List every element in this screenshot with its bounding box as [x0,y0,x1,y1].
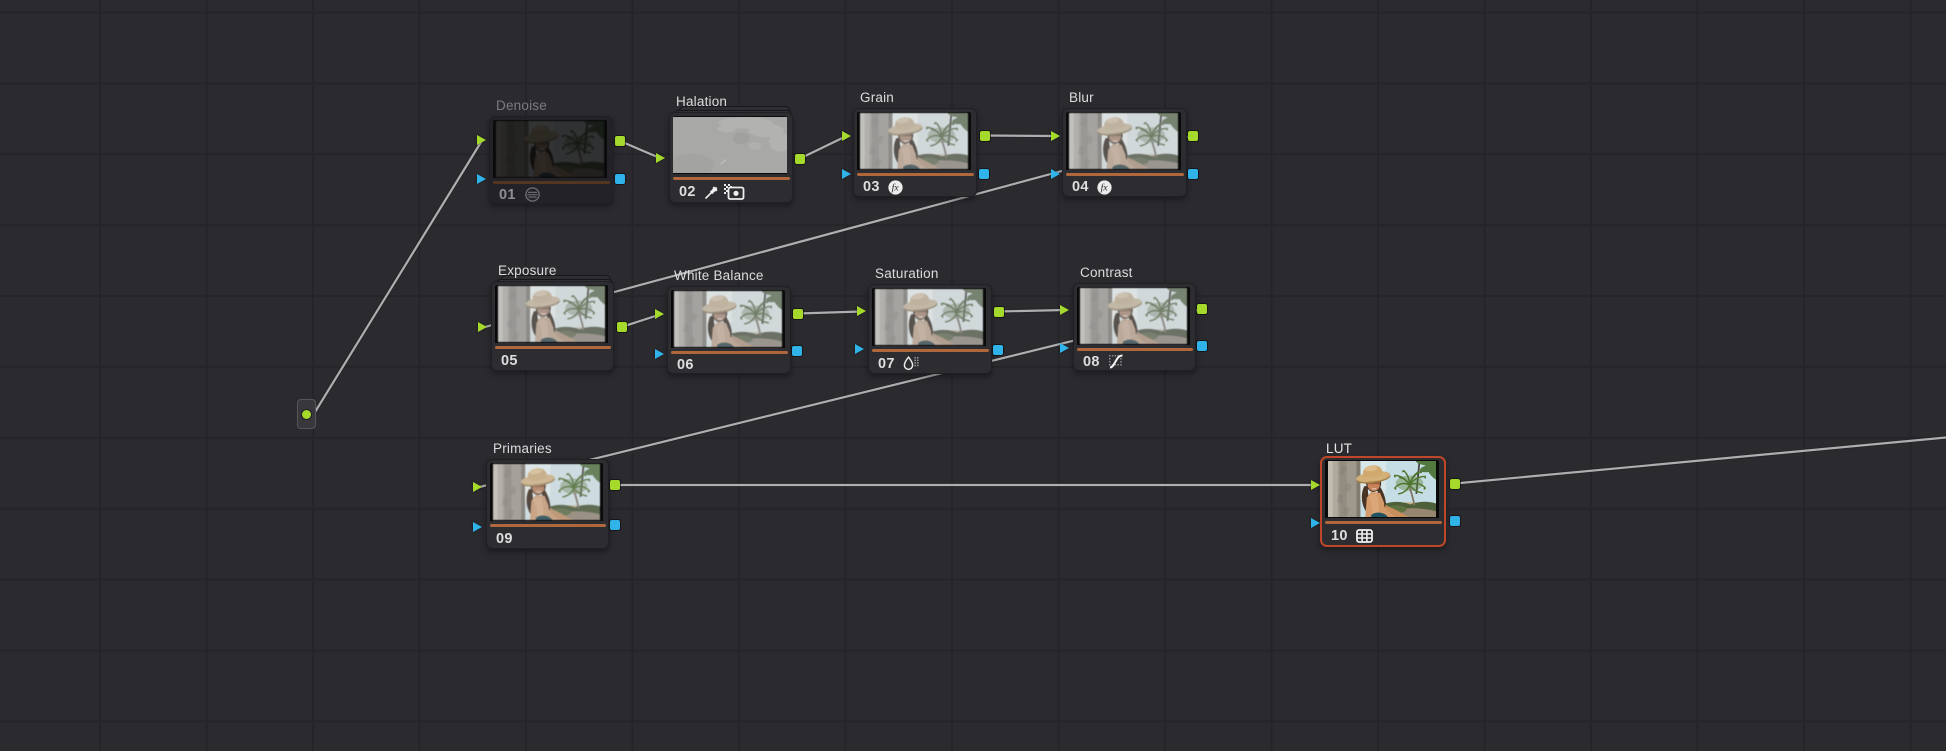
svg-text:fx: fx [892,182,900,193]
svg-text:fx: fx [1101,182,1109,193]
